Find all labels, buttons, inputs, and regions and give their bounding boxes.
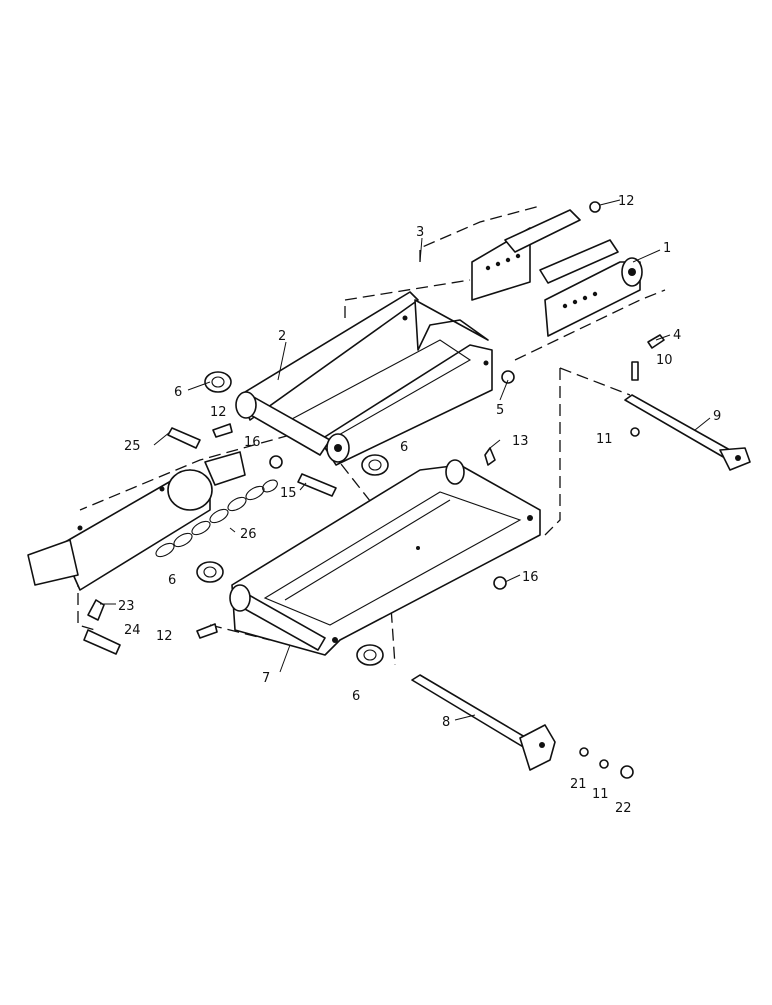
- small-hardware: [83, 201, 665, 779]
- callout-6a: 6: [174, 385, 182, 400]
- callout-16a: 16: [244, 435, 261, 450]
- callout-16b: 16: [522, 570, 539, 585]
- callout-8: 8: [442, 715, 450, 730]
- callout-4: 4: [673, 328, 681, 343]
- callout-6d: 6: [352, 689, 360, 704]
- callout-13: 13: [512, 434, 529, 449]
- callout-7: 7: [262, 671, 270, 686]
- part-1-upper-frame: [471, 209, 643, 337]
- callout-labels: 1 2 3 4 5 6 6 6 6 7 8 9 10 11 11 12 12 1…: [118, 194, 721, 816]
- callout-2: 2: [278, 329, 286, 344]
- chain-26: [155, 479, 278, 558]
- callout-3: 3: [416, 225, 424, 240]
- callout-12a: 12: [618, 194, 635, 209]
- callout-6c: 6: [168, 573, 176, 588]
- callout-11a: 11: [596, 432, 613, 447]
- callout-15: 15: [280, 486, 297, 501]
- callout-5: 5: [496, 403, 504, 418]
- assembly-dashed-lines: [77, 205, 666, 666]
- bushings-6: [196, 371, 389, 666]
- part-2-upper-arm: [235, 291, 493, 466]
- callout-10: 10: [656, 353, 673, 368]
- part-7-lower-arm: [229, 459, 541, 656]
- callout-6b: 6: [400, 440, 408, 455]
- callout-23: 23: [118, 599, 135, 614]
- callout-1: 1: [663, 241, 671, 256]
- callout-22: 22: [615, 801, 632, 816]
- callout-9: 9: [713, 409, 721, 424]
- leader-lines: [100, 199, 711, 721]
- callout-25: 25: [124, 439, 141, 454]
- pins: [411, 394, 751, 771]
- hydraulic-cylinder: [27, 451, 246, 591]
- callout-12c: 12: [156, 629, 173, 644]
- callout-24: 24: [124, 623, 141, 638]
- callout-12b: 12: [210, 405, 227, 420]
- callout-21: 21: [570, 777, 587, 792]
- callout-26: 26: [240, 527, 257, 542]
- callout-11b: 11: [592, 787, 609, 802]
